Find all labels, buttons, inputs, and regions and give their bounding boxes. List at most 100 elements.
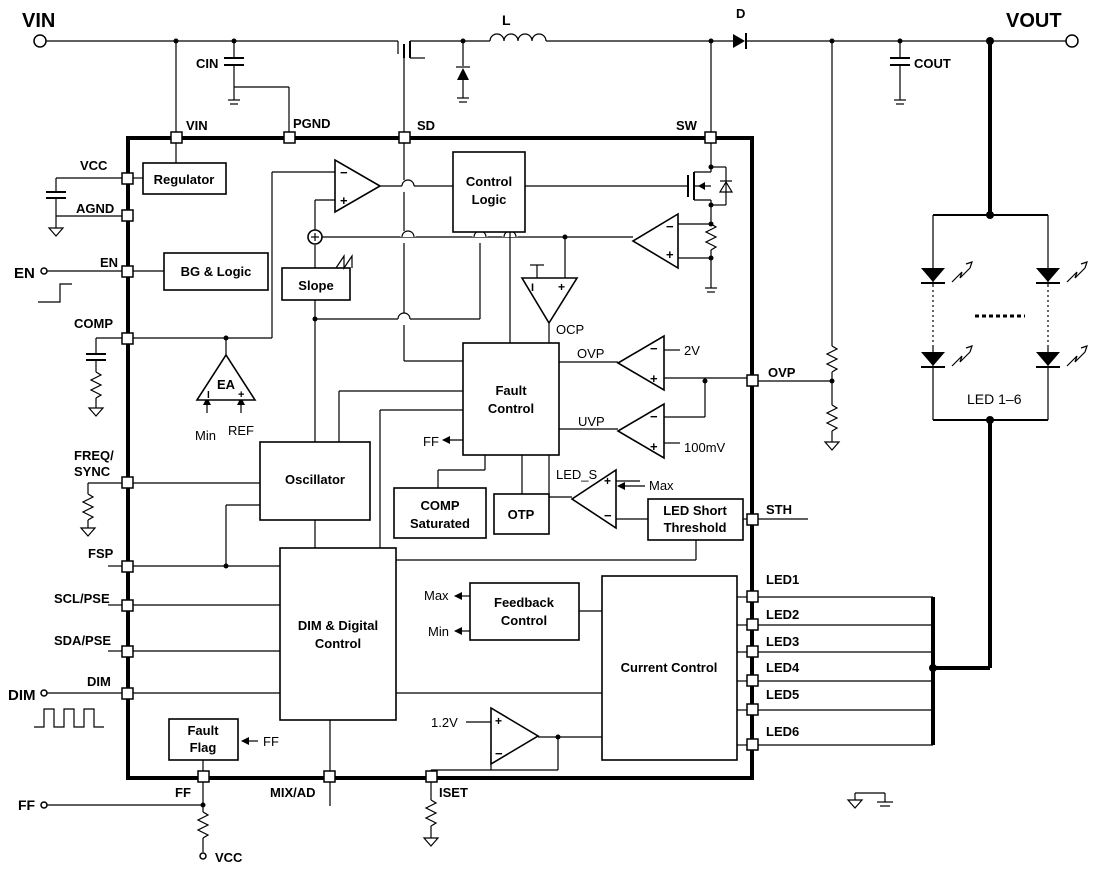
iset-amplifier: + − 1.2V [431,706,540,766]
svg-text:−: − [495,746,503,761]
svg-text:−: − [340,165,348,180]
oscillator-block: Oscillator [259,441,371,521]
pin-en-label: EN [100,255,118,270]
led-3 [921,345,973,368]
ocp-label: OCP [556,322,584,337]
led-s-label: LED_S [556,467,598,482]
vout-terminal [1065,34,1079,48]
led-array: LED 1–6 [921,41,1088,670]
svg-text:+: + [340,193,348,208]
pwm-waveform [34,708,104,728]
svg-text:Logic: Logic [472,192,507,207]
pin-vcc-label: VCC [80,158,108,173]
svg-text:−: − [604,508,612,523]
pin-led2-label: LED2 [766,607,799,622]
pin-ff-label: FF [175,785,191,800]
svg-text:Control: Control [466,174,512,189]
pin-sth-label: STH [766,502,792,517]
diode-label: D [736,6,745,21]
ff-ext-label: FF [18,797,36,813]
ovp-comparator: − + OVP 2V [577,334,700,392]
pin-vin-label: VIN [186,118,208,133]
power-path: VIN CIN [22,6,1079,451]
ea-min-label: Min [195,428,216,443]
vin-label: VIN [22,10,55,32]
pin-dim-label: DIM [87,674,111,689]
ovp-divider-bottom-resistor [825,404,839,432]
pin-led6-label: LED6 [766,724,799,739]
svg-text:−: − [666,219,674,234]
fb-min-label: Min [428,624,449,639]
led-group-label: LED 1–6 [967,391,1022,407]
led-short-comparator: + − LED_S Max [556,467,674,530]
ic-boundary [126,136,754,780]
svg-text:+: + [666,247,674,262]
pin-led4-label: LED4 [766,660,800,675]
otp-block: OTP [493,493,550,535]
svg-text:I: I [531,282,534,294]
led-4 [1036,345,1088,368]
uvp-ref-label: 100mV [684,440,726,455]
control-logic-block: Control Logic [452,151,526,233]
disconnect-mosfet [397,40,490,138]
ff-signal-label: FF [423,434,439,449]
fb-max-label: Max [424,588,449,603]
svg-text:Flag: Flag [190,740,217,755]
pin-labels: VIN PGND SD SW VCC AGND EN COMP FREQ/ SY… [54,116,800,800]
dim-ext-label: DIM [8,687,36,704]
svg-text:−: − [650,409,658,424]
bg-logic-block: BG & Logic [163,252,269,291]
svg-text:Control: Control [315,636,361,651]
ff-input-label: FF [263,734,279,749]
svg-text:+: + [650,371,658,386]
svg-text:DIM & Digital: DIM & Digital [298,618,378,633]
svg-text:Feedback: Feedback [494,595,555,610]
svg-text:Oscillator: Oscillator [285,472,345,487]
pin-sd-label: SD [417,118,435,133]
left-externals: EN DIM FF VCC [8,177,893,865]
svg-text:−: − [650,341,658,356]
svg-text:Threshold: Threshold [664,520,727,535]
svg-text:Saturated: Saturated [410,516,470,531]
feedback-control-block: Feedback Control Max Min [424,582,580,641]
en-ext-label: EN [14,265,35,282]
svg-text:+: + [558,280,565,294]
uvp-comparator: − + UVP 100mV [578,402,726,460]
current-sense-amp: − + [631,212,679,270]
vout-label: VOUT [1006,10,1062,32]
pin-pgnd-label: PGND [293,116,331,131]
pin-led3-label: LED3 [766,634,799,649]
svg-text:Control: Control [501,613,547,628]
svg-text:LED Short: LED Short [663,503,727,518]
freewheel-diode [456,38,470,103]
cin-label: CIN [196,56,218,71]
slope-block: Slope [281,254,353,301]
led-s-max-label: Max [649,478,674,493]
dim-digital-control-block: DIM & Digital Control [279,547,397,721]
led-channel-bus [758,380,937,746]
svg-text:COMP: COMP [421,498,460,513]
pin-iset-label: ISET [439,785,468,800]
pin-sw-label: SW [676,118,698,133]
regulator-block: Regulator [142,162,227,195]
svg-text:I: I [207,390,210,401]
comp-saturated-block: COMP Saturated [393,487,487,539]
ovp-signal-label: OVP [577,346,604,361]
cout-label: COUT [914,56,951,71]
iset-ref-label: 1.2V [431,715,458,730]
pin-sync-label: SYNC [74,464,111,479]
output-diode [733,33,747,49]
led-2 [1036,261,1088,284]
uvp-signal-label: UVP [578,414,605,429]
pin-led5-label: LED5 [766,687,799,702]
ea-ref-label: REF [228,423,254,438]
inductor-label: L [502,12,511,28]
svg-text:Slope: Slope [298,278,333,293]
svg-text:OTP: OTP [508,507,535,522]
pin-ovp-label: OVP [768,365,796,380]
pin-freq-label: FREQ/ [74,448,114,463]
svg-text:Fault: Fault [495,383,527,398]
pin-mixad-label: MIX/AD [270,785,316,800]
vcc-pullup-label: VCC [215,850,243,865]
